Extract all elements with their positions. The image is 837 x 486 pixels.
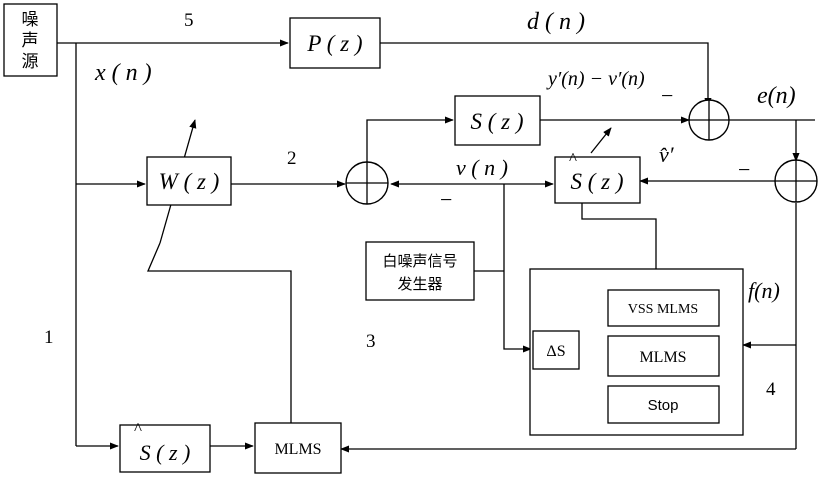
s-hat-caret: ^ — [569, 149, 577, 168]
minus-sign-main: − — [661, 83, 673, 108]
s-hat-bottom-block: ^ S ( z ) — [120, 419, 210, 472]
path-number-3: 3 — [366, 331, 376, 352]
path-number-4: 4 — [766, 379, 776, 400]
wire-p-to-sum-main — [380, 43, 708, 106]
label-y-minus-v: y′(n) − v′(n) — [546, 68, 645, 90]
w-block-label: W ( z ) — [159, 169, 220, 194]
white-noise-generator-line-1: 白噪声信号 — [382, 252, 457, 270]
summing-junction-2 — [775, 160, 817, 202]
s-hat-adapt-arrow — [591, 128, 611, 153]
s-hat-bottom-block-label: S ( z ) — [140, 440, 191, 465]
stop-label: Stop — [648, 397, 679, 414]
stop-block: Stop — [608, 386, 719, 423]
path-number-2: 2 — [287, 148, 297, 169]
wire-s-hat-to-ctrl — [582, 203, 656, 269]
label-v-n: v ( n ) — [456, 155, 508, 180]
s-block: S ( z ) — [455, 96, 540, 145]
s-block-label: S ( z ) — [470, 109, 523, 134]
path-number-1: 1 — [44, 327, 54, 348]
p-block: P ( z ) — [290, 18, 380, 68]
minus-sign-sum2: − — [738, 157, 750, 182]
mlms-inner-block: MLMS — [608, 336, 719, 376]
noise-source-char-2: 声 — [22, 31, 39, 50]
w-block: W ( z ) — [147, 157, 231, 205]
vss-mlms-block: VSS MLMS — [608, 290, 719, 326]
s-hat-block: ^ S ( z ) — [555, 149, 640, 203]
label-f-n: f(n) — [748, 278, 780, 303]
noise-source-block: 噪 声 源 — [4, 4, 57, 76]
label-x-n: x ( n ) — [94, 60, 152, 86]
summing-junction-main — [689, 100, 729, 140]
delta-s-label: ΔS — [546, 343, 565, 360]
label-e-n: e(n) — [757, 83, 796, 109]
white-noise-generator-block: 白噪声信号 发生器 — [366, 242, 474, 300]
s-hat-bottom-caret: ^ — [134, 419, 142, 438]
mlms-bottom-block: MLMS — [255, 423, 341, 473]
noise-source-char-1: 噪 — [22, 10, 39, 29]
path-number-5: 5 — [184, 10, 194, 31]
white-noise-generator-line-2: 发生器 — [397, 276, 442, 293]
wire-v-down — [504, 184, 531, 349]
p-block-label: P ( z ) — [306, 31, 362, 56]
summing-junction-1 — [346, 162, 388, 204]
label-d-n: d ( n ) — [527, 9, 585, 35]
s-hat-block-label: S ( z ) — [570, 169, 623, 194]
vss-mlms-label: VSS MLMS — [628, 302, 698, 317]
minus-sign-sum1: − — [440, 187, 452, 212]
noise-source-char-3: 源 — [22, 52, 39, 71]
mlms-inner-label: MLMS — [639, 349, 686, 366]
wire-mlms-to-w — [148, 243, 291, 423]
delta-s-block: ΔS — [533, 331, 579, 369]
mlms-bottom-label: MLMS — [274, 441, 321, 458]
wire-sum1-to-s — [367, 120, 453, 162]
label-v-hat-prime: v̂′ — [659, 142, 675, 167]
